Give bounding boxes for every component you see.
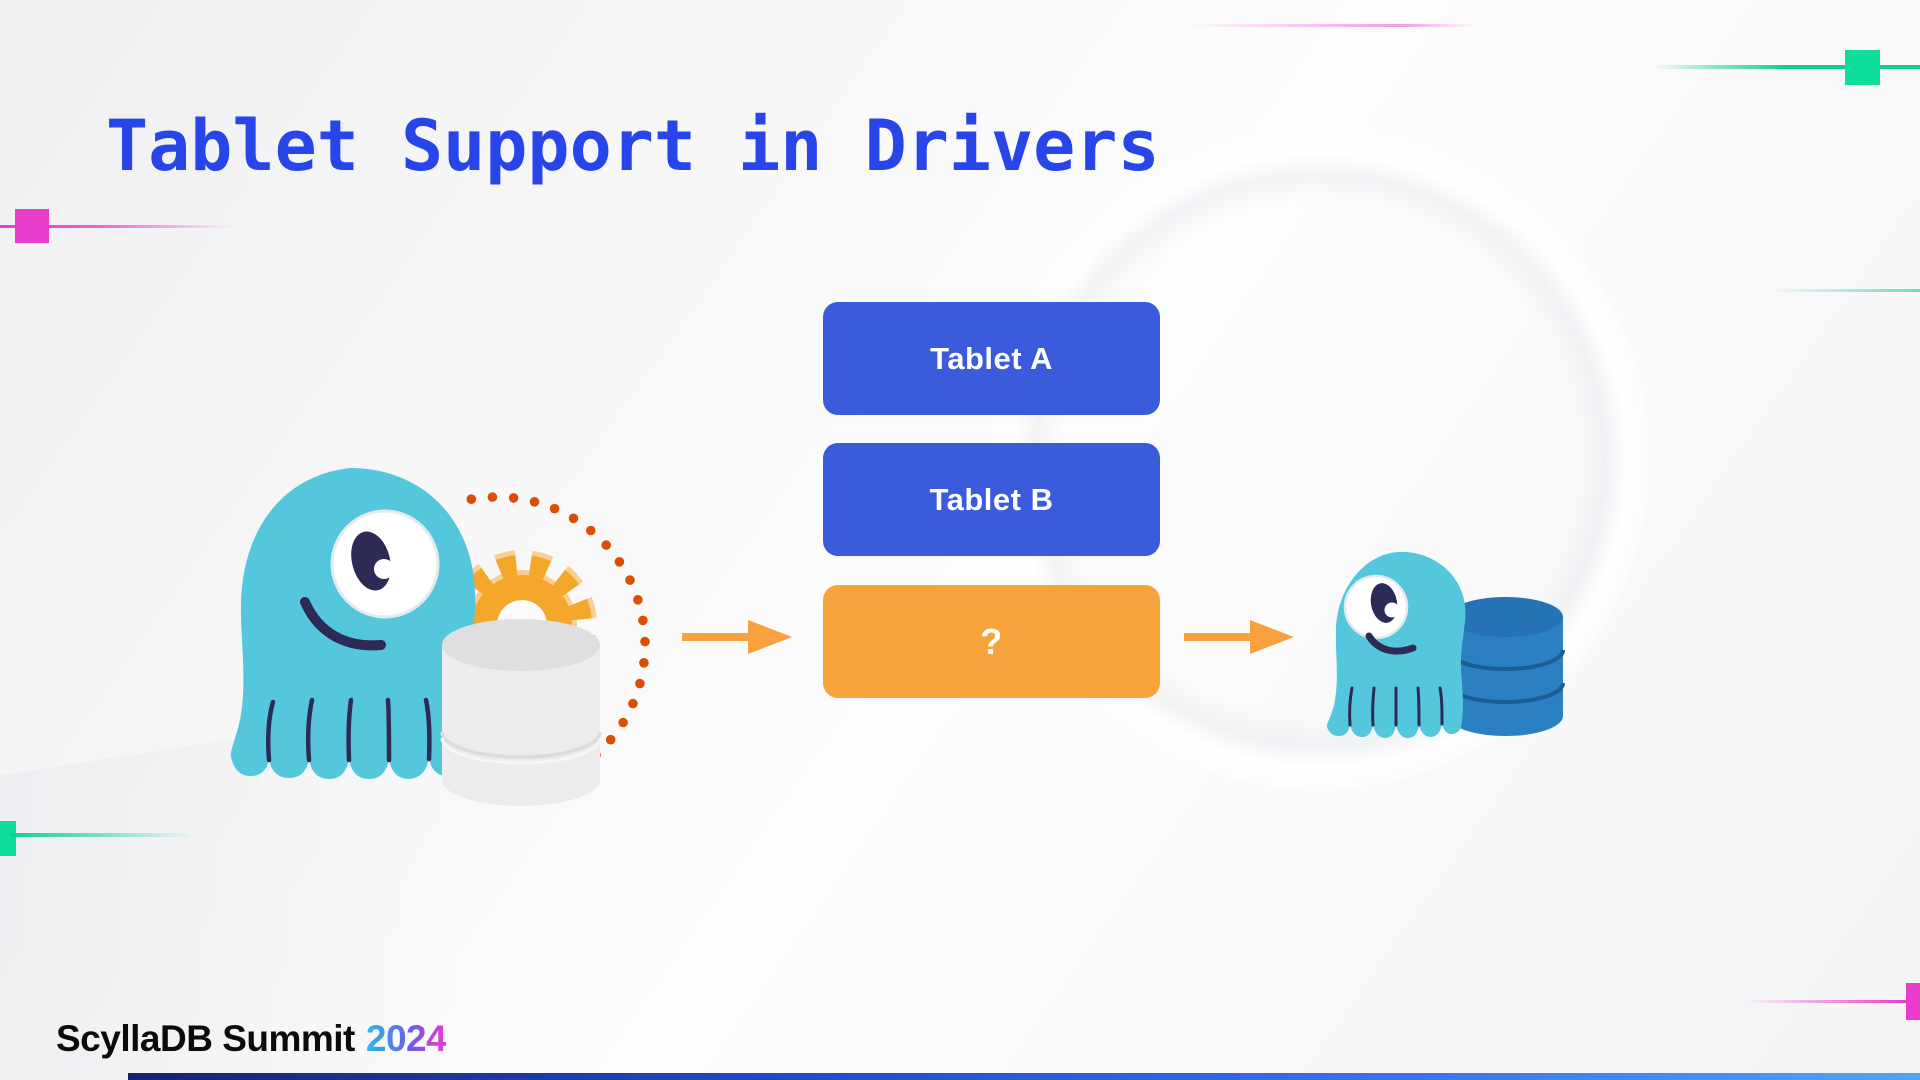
scylla-mascot-large <box>230 468 476 779</box>
tablet-b-label: Tablet B <box>929 481 1054 517</box>
accent-pink-square-bottom-right <box>1906 983 1920 1020</box>
accent-teal-line-top-right <box>1652 65 1920 69</box>
scylla-mascot-gear-database-illustration <box>230 468 650 806</box>
accent-teal-line-right <box>1768 289 1920 292</box>
accent-pink-square-left <box>15 209 49 243</box>
tentacle-lines <box>265 697 432 763</box>
footer-year-text: 2024 <box>365 1018 447 1059</box>
tablet-b-box: Tablet B <box>823 443 1160 556</box>
smile <box>300 597 386 651</box>
arrow-right-icon <box>682 620 792 654</box>
tablet-a-box: Tablet A <box>823 302 1160 415</box>
unknown-tablet-label: ? <box>980 620 1003 662</box>
accent-green-square-top-right <box>1845 50 1880 85</box>
accent-green-square-bottom-left <box>0 821 16 856</box>
footer-brand-text: ScyllaDB Summit <box>56 1018 355 1059</box>
accent-teal-line-bottom-left <box>10 833 195 837</box>
blue-database-icon <box>1446 597 1565 736</box>
scylla-mascot-database-illustration <box>1326 551 1565 738</box>
tentacle-lines <box>1348 686 1444 727</box>
accent-pink-line-top <box>1185 24 1477 27</box>
accent-pink-line-bottom-right <box>1748 1000 1906 1003</box>
unknown-tablet-box: ? <box>823 585 1160 698</box>
gray-database-icon <box>440 619 602 806</box>
pupil <box>1370 583 1400 623</box>
accent-pink-line-left <box>0 225 232 228</box>
smile <box>1365 632 1417 655</box>
arrow-right-icon <box>1184 620 1294 654</box>
slide-title: Tablet Support in Drivers <box>106 104 1160 187</box>
pupil <box>351 531 394 591</box>
tablet-a-label: Tablet A <box>930 340 1053 376</box>
bottom-progress-bar <box>128 1073 1920 1080</box>
scylla-mascot-small <box>1326 551 1466 738</box>
